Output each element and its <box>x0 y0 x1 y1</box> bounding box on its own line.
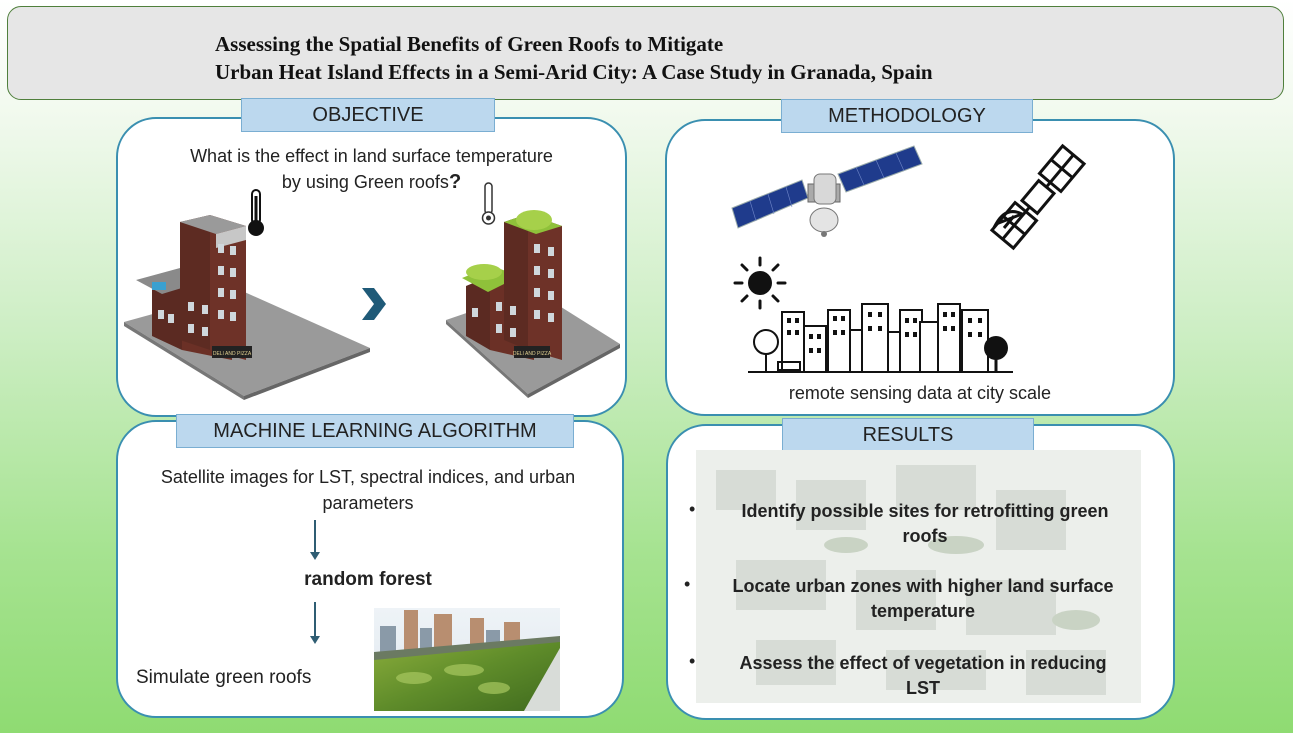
ml-output-label: Simulate green roofs <box>136 667 312 688</box>
results-item-3-line-1: Assess the effect of vegetation in reduc… <box>739 653 1107 673</box>
title-box: Assessing the Spatial Benefits of Green … <box>7 6 1284 100</box>
ml-header: MACHINE LEARNING ALGORITHM <box>176 414 574 448</box>
objective-header: OBJECTIVE <box>241 98 495 132</box>
arrow-to-model-head <box>310 552 320 560</box>
arrow-to-output-line <box>314 602 316 636</box>
satellite-illustration <box>731 145 923 237</box>
thermometer-hot-icon <box>248 189 264 236</box>
objective-question-line-1: What is the effect in land surface tempe… <box>190 146 553 166</box>
green-roof-photo <box>374 608 560 711</box>
title-line-1: Assessing the Spatial Benefits of Green … <box>215 32 724 56</box>
title-line-2: Urban Heat Island Effects in a Semi-Arid… <box>215 60 933 84</box>
satellite-icon <box>989 143 1087 251</box>
results-item-2-line-1: Locate urban zones with higher land surf… <box>732 576 1114 596</box>
ml-model-label: random forest <box>304 569 432 590</box>
results-item-1-line-1: Identify possible sites for retrofitting… <box>741 501 1109 521</box>
city-skyline-icon <box>748 303 1013 373</box>
methodology-caption: remote sensing data at city scale <box>788 383 1052 403</box>
thermometer-cool-icon <box>481 182 496 225</box>
arrow-to-output-head <box>310 636 320 644</box>
objective-question-line-2: by using Green roofs? <box>130 169 613 195</box>
results-bullet-3: • <box>689 651 696 671</box>
ml-input-line-2: parameters <box>322 493 414 513</box>
results-header: RESULTS <box>782 418 1034 452</box>
results-bullet-2: • <box>684 574 691 594</box>
question-text: by using Green roofs <box>281 172 449 192</box>
sun-icon <box>733 256 787 310</box>
results-item-1-line-2: roofs <box>902 526 948 546</box>
shop-sign-after: DELI AND PIZZA <box>513 351 552 357</box>
arrow-to-model-line <box>314 520 316 552</box>
building-green-roof-illustration: DELI AND PIZZA <box>446 210 620 398</box>
shop-sign-before: DELI AND PIZZA <box>213 351 252 357</box>
question-mark: ? <box>448 171 462 193</box>
city-aerial-background <box>696 450 1141 703</box>
chevron-right-icon <box>362 288 386 320</box>
results-item-3-line-2: LST <box>906 678 940 698</box>
ml-input-line-1: Satellite images for LST, spectral indic… <box>160 467 576 487</box>
building-conventional-roof-illustration: DELI AND PIZZA <box>124 215 370 400</box>
methodology-header: METHODOLOGY <box>781 99 1033 133</box>
results-bullet-1: • <box>689 499 696 519</box>
results-item-2-line-2: temperature <box>870 601 976 621</box>
